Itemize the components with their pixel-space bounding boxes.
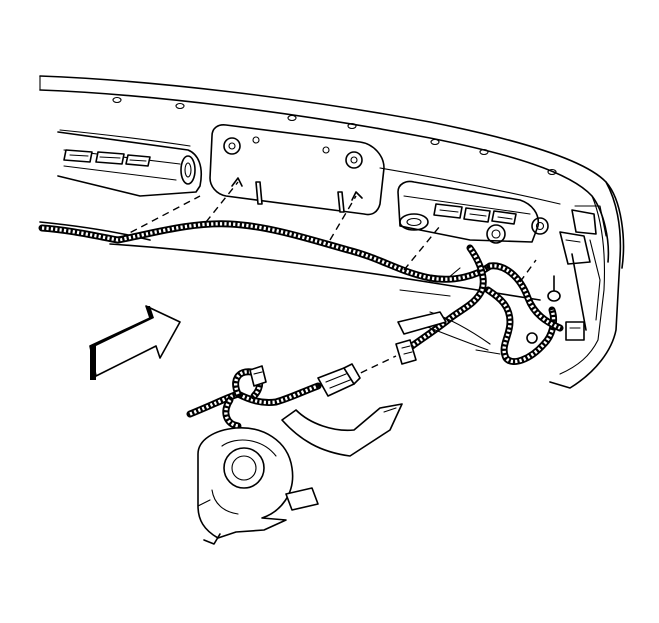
rear-bumper: [39, 75, 625, 389]
license-plate-bracket: [209, 124, 385, 216]
horn-assembly: [197, 403, 403, 545]
left-step-pad: [57, 131, 203, 197]
bumper-bolt-holes: [112, 96, 557, 176]
bumper-end-hardware: [526, 209, 597, 344]
alignment-lines: [119, 181, 537, 379]
wiring-harness: [38, 220, 564, 365]
right-step-pad: [397, 180, 549, 244]
direction-arrow: [89, 305, 181, 380]
harness-connector: [186, 363, 361, 430]
